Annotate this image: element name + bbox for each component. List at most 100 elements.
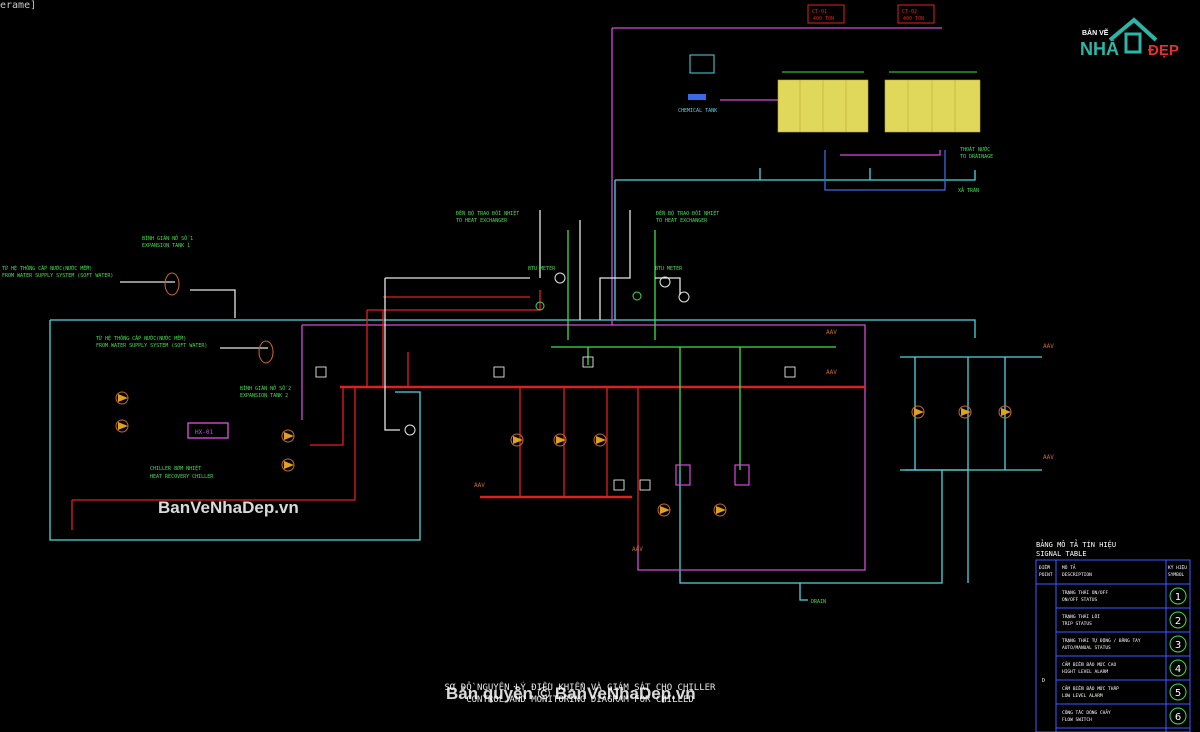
frame-tab-label: erame] xyxy=(0,0,37,11)
bms-left-label: ĐẾN BỘ TRAO ĐỔI NHIỆT xyxy=(456,209,519,217)
aav-label-2: AAV xyxy=(826,369,837,376)
logo-nha-text: NHÀ xyxy=(1080,39,1119,59)
btu-meter-right xyxy=(632,276,690,303)
sensor-boxes xyxy=(315,356,796,491)
soft-water-2-label: TỪ HỆ THỐNG CẤP NƯỚC(NƯỚC MỀM) xyxy=(96,334,186,342)
aav-label-1: AAV xyxy=(826,329,837,336)
pipe-cyan-lower-right xyxy=(679,469,969,584)
pipe-cyan-drain xyxy=(799,583,808,601)
drain-bottom-label: DRAIN xyxy=(811,599,826,605)
logo-dep-text: ĐẸP xyxy=(1148,42,1179,59)
signal-symbol-number: 1 xyxy=(1175,592,1181,603)
signal-symbol-circle xyxy=(1169,587,1187,605)
site-logo: BẢN VẼ NHÀ ĐẸP xyxy=(1076,12,1194,68)
btu-left-label: BTU METER xyxy=(528,266,556,272)
chemical-tank xyxy=(689,54,715,74)
signal-symbol-number: 5 xyxy=(1175,688,1181,699)
signal-row-desc-en: ON/OFF STATUS xyxy=(1062,597,1098,603)
overflow-label: XẢ TRÀN xyxy=(958,186,979,194)
signal-group-code: D xyxy=(1042,678,1045,684)
signal-row-desc-en: HIGHT LEVEL ALARM xyxy=(1062,669,1108,675)
bms-right-label: ĐẾN BỘ TRAO ĐỔI NHIỆT xyxy=(656,209,719,217)
signal-row-desc-vi: TRẠNG THÁI TỰ ĐỘNG / BẰNG TAY xyxy=(1062,636,1141,644)
expansion-tank-2-symbol xyxy=(258,340,274,364)
signal-symbol-circle xyxy=(1169,683,1187,701)
signal-symbol-number: 6 xyxy=(1175,712,1181,723)
signal-table xyxy=(1035,559,1191,732)
aav-label-4: AAV xyxy=(632,546,643,553)
signal-row-desc-en: FLOW SWITCH xyxy=(1062,717,1092,723)
bms-left-label-en: TO HEAT EXCHANGER xyxy=(456,218,508,224)
signal-row-desc-vi: CẢM BIẾN BÁO MỨC THẤP xyxy=(1062,684,1119,692)
pipe-red-branches xyxy=(519,387,639,545)
pipe-white-supply xyxy=(120,281,268,349)
pipe-red-left xyxy=(71,387,356,530)
chemical-tank-label: CHEMICAL TANK xyxy=(678,108,717,114)
aav-label-5: AAV xyxy=(1043,343,1054,350)
pipe-white xyxy=(384,210,681,431)
signal-symbol-circle xyxy=(1169,707,1187,725)
watermark-site-left: BanVeNhaDep.vn xyxy=(158,498,299,517)
signal-row-desc-vi: CÔNG TẮC DÒNG CHẢY xyxy=(1062,708,1111,716)
signal-symbol-number: 4 xyxy=(1175,664,1181,675)
signal-row-desc-vi: TRẠNG THÁI LỖI xyxy=(1062,613,1100,620)
drawing-title-en: CONTROL AND MONITORING DIAGRAM FOR CHILL… xyxy=(466,695,694,705)
drawing-title: SƠ ĐỒ NGUYÊN LÝ ĐIỀU KHIỂN VÀ GIÁM SÁT C… xyxy=(380,682,780,706)
signal-table-title-en: SIGNAL TABLE xyxy=(1036,550,1087,558)
signal-table-title-vi: BẢNG MÔ TẢ TÍN HIỆU xyxy=(1036,541,1117,549)
heat-recovery-label-en: HEAT RECOVERY CHILLER xyxy=(150,474,214,480)
signal-col-symbol: KÝ HIỆU xyxy=(1168,563,1187,571)
tower-nameplates xyxy=(807,4,935,24)
chemical-pump xyxy=(688,94,706,100)
cooling-tower-group-2 xyxy=(884,79,981,133)
aav-label-6: AAV xyxy=(1043,454,1054,461)
signal-row-desc-en: AUTO/MANUAL STATUS xyxy=(1062,645,1111,651)
expansion-tank-1-label-en: EXPANSION TANK 1 xyxy=(142,243,190,249)
pipe-magenta-top xyxy=(611,27,942,571)
pipe-magenta-tower xyxy=(720,99,941,156)
heat-exchanger xyxy=(187,422,229,439)
signal-row-desc-vi: TRẠNG THÁI ON/OFF xyxy=(1062,589,1108,596)
signal-symbol-number: 2 xyxy=(1175,616,1181,627)
expansion-tank-1-symbol xyxy=(164,272,180,296)
btu-right-label: BTU METER xyxy=(655,266,683,272)
expansion-tank-2-label: BÌNH GIÃN NỞ SỐ 2 xyxy=(240,384,291,392)
tower-ct2-sub: 400 TON xyxy=(903,16,924,22)
aav-label-3: AAV xyxy=(474,482,485,489)
signal-col-symbol-en: SYMBOL xyxy=(1168,572,1185,578)
pump-fills xyxy=(118,394,1011,514)
signal-row-desc-vi: CẢM BIẾN BÁO MỨC CAO xyxy=(1062,660,1116,668)
signal-symbol-number: 3 xyxy=(1175,640,1181,651)
expansion-tank-2-label-en: EXPANSION TANK 2 xyxy=(240,393,288,399)
heat-recovery-label: CHILLER BƠM NHIỆT xyxy=(150,464,201,472)
signal-row-desc-en: TRIP STATUS xyxy=(1062,621,1092,627)
tower-ct1-sub: 400 TON xyxy=(813,16,834,22)
signal-col-desc: MÔ TẢ xyxy=(1062,563,1076,571)
house-icon xyxy=(1108,17,1158,54)
pipe-blue-tower xyxy=(824,150,946,191)
cooling-tower-group-1 xyxy=(777,79,869,133)
drain-label: THOÁT NƯỚC xyxy=(960,146,990,153)
signal-symbol-circle xyxy=(1169,659,1187,677)
drawing-title-vi: SƠ ĐỒ NGUYÊN LÝ ĐIỀU KHIỂN VÀ GIÁM SÁT C… xyxy=(444,683,716,693)
signal-col-desc-en: DESCRIPTION xyxy=(1062,572,1092,578)
bms-right-label-en: TO HEAT EXCHANGER xyxy=(656,218,708,224)
logo-top-text: BẢN VẼ xyxy=(1082,30,1109,37)
drain-label-en: TO DRAINAGE xyxy=(960,154,993,160)
pipe-green-verticals xyxy=(567,230,741,470)
signal-col-point: ĐIỂM xyxy=(1039,563,1050,571)
heat-exchanger-label: HX-01 xyxy=(195,429,213,436)
signal-symbol-circle xyxy=(1169,611,1187,629)
watermark-copyright: Bản quyền © BanVeNhaDep.vn xyxy=(446,684,696,703)
pipe-cyan-main-loop xyxy=(49,319,976,541)
signal-col-point-en: POINT xyxy=(1039,572,1053,578)
soft-water-2-label-en: FROM WATER SUPPLY SYSTEM (SOFT WATER) xyxy=(96,343,207,349)
signal-symbol-circle xyxy=(1169,635,1187,653)
pipe-red-verticals xyxy=(366,290,541,387)
soft-water-1-label-en: FROM WATER SUPPLY SYSTEM (SOFT WATER) xyxy=(2,273,113,279)
tower-ct1-label: CT-01 xyxy=(812,9,827,15)
flow-meter-white xyxy=(404,424,416,436)
expansion-tank-1-label: BÌNH GIÃN NỞ SỐ 1 xyxy=(142,234,193,242)
signal-table-title: BẢNG MÔ TẢ TÍN HIỆU SIGNAL TABLE xyxy=(1036,541,1116,559)
